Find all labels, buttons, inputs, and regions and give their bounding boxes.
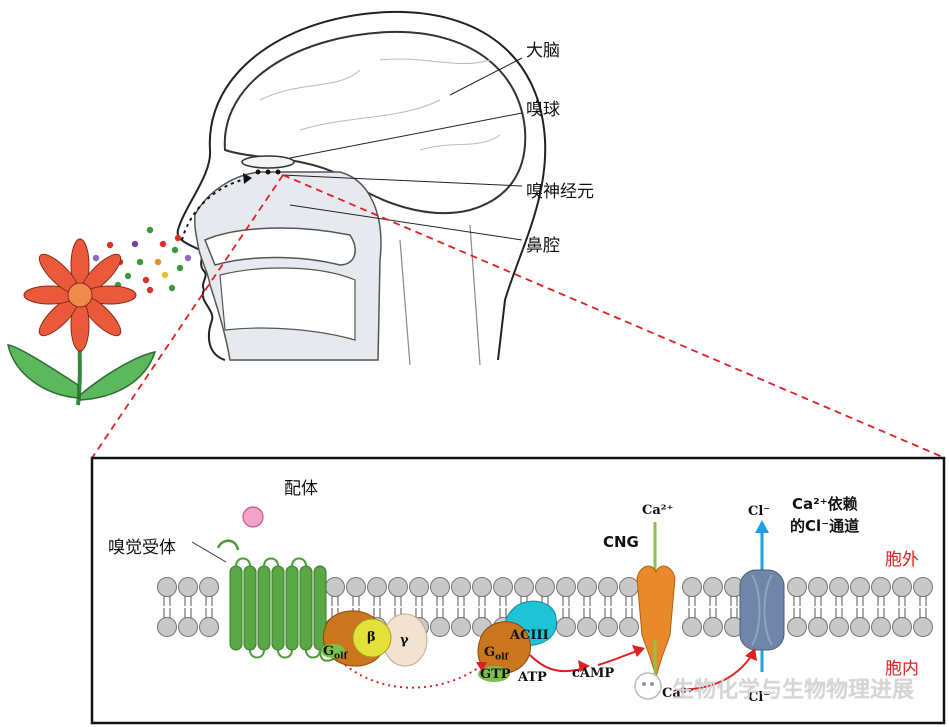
lipid-head: [598, 617, 618, 637]
lipid-head: [829, 617, 849, 637]
lipid-head: [325, 577, 345, 597]
label-camp: cAMP: [572, 666, 615, 681]
lipid-head: [178, 617, 198, 637]
lipid-head: [346, 577, 366, 597]
label-atp: ATP: [518, 670, 547, 685]
zoom-line-left: [91, 174, 284, 459]
label-cl-top: Cl⁻: [748, 504, 771, 519]
label-nasal-cavity: 鼻腔: [526, 236, 560, 256]
label-cng: CNG: [603, 533, 639, 551]
lipid-head: [199, 577, 219, 597]
lipid-head: [451, 577, 471, 597]
head-illustration: [176, 10, 547, 366]
label-intracellular: 胞内: [885, 659, 919, 679]
lipid-head: [619, 577, 639, 597]
lipid-head: [577, 617, 597, 637]
lipid-head: [871, 577, 891, 597]
label-gamma: γ: [400, 633, 409, 648]
label-aciii: ACIII: [510, 628, 549, 643]
label-g-olf: Golf: [323, 644, 348, 662]
label-olfactory-bulb: 嗅球: [526, 100, 560, 120]
lipid-head: [892, 577, 912, 597]
lipid-head: [409, 577, 429, 597]
label-receptor: 嗅觉受体: [108, 538, 176, 558]
lipid-head: [913, 617, 933, 637]
atp-to-camp-arrow: [529, 654, 586, 673]
ligand-circle: [242, 506, 264, 528]
zoom-line-right: [282, 174, 946, 459]
label-cl-channel-line2: 的Cl⁻通道: [790, 517, 860, 535]
lipid-head: [367, 577, 387, 597]
lipid-head: [430, 617, 450, 637]
g-protein-trimer: [323, 610, 428, 667]
lipid-head: [787, 617, 807, 637]
golf-aciii-complex: [477, 600, 557, 682]
lipid-head: [388, 577, 408, 597]
lipid-head: [157, 577, 177, 597]
olfactory-receptor: [216, 539, 341, 662]
lipid-head: [556, 617, 576, 637]
lipid-head: [556, 577, 576, 597]
lipid-head: [871, 617, 891, 637]
label-extracellular: 胞外: [885, 550, 919, 570]
lipid-head: [850, 577, 870, 597]
label-g-olf-2: Golf: [484, 645, 509, 663]
label-cl-bottom: Cl⁻: [748, 690, 771, 705]
lipid-head: [850, 617, 870, 637]
lipid-head: [787, 577, 807, 597]
lipid-head: [619, 617, 639, 637]
lipid-head: [472, 577, 492, 597]
label-ca-top: Ca²⁺: [642, 503, 674, 518]
watermark: 生物化学与生物物理进展: [638, 666, 938, 710]
lipid-head: [577, 577, 597, 597]
lipid-head: [703, 617, 723, 637]
lipid-head: [535, 577, 555, 597]
lipid-head: [703, 577, 723, 597]
label-brain: 大脑: [526, 41, 560, 61]
lipid-head: [199, 617, 219, 637]
lipid-head: [430, 577, 450, 597]
g-protein-transfer-arrow: [344, 664, 483, 689]
lipid-head: [157, 617, 177, 637]
lipid-head: [913, 577, 933, 597]
label-cl-channel-line1: Ca²⁺依赖: [792, 495, 858, 513]
watermark-text: 生物化学与生物物理进展: [672, 678, 915, 703]
label-ca-bottom: Ca²⁺: [662, 686, 694, 701]
lipid-head: [178, 577, 198, 597]
gdp-blob: [321, 644, 345, 658]
lipid-head: [451, 617, 471, 637]
ca-to-cl-arrow: [674, 654, 753, 691]
label-ligand: 配体: [284, 479, 318, 499]
lipid-head: [598, 577, 618, 597]
lipid-head: [682, 577, 702, 597]
label-gtp: GTP: [480, 667, 511, 682]
wechat-icon: [634, 672, 662, 700]
lipid-head: [808, 577, 828, 597]
lipid-head: [682, 617, 702, 637]
lipid-head: [829, 577, 849, 597]
cl-channel: [739, 520, 785, 672]
lipid-head: [892, 617, 912, 637]
lipid-head: [514, 577, 534, 597]
lipid-head: [493, 577, 513, 597]
receptor-leader: [191, 541, 227, 563]
label-olfactory-neuron: 嗅神经元: [526, 182, 594, 202]
flower-illustration: [7, 238, 157, 406]
lipid-head: [808, 617, 828, 637]
label-beta: β: [367, 630, 376, 645]
